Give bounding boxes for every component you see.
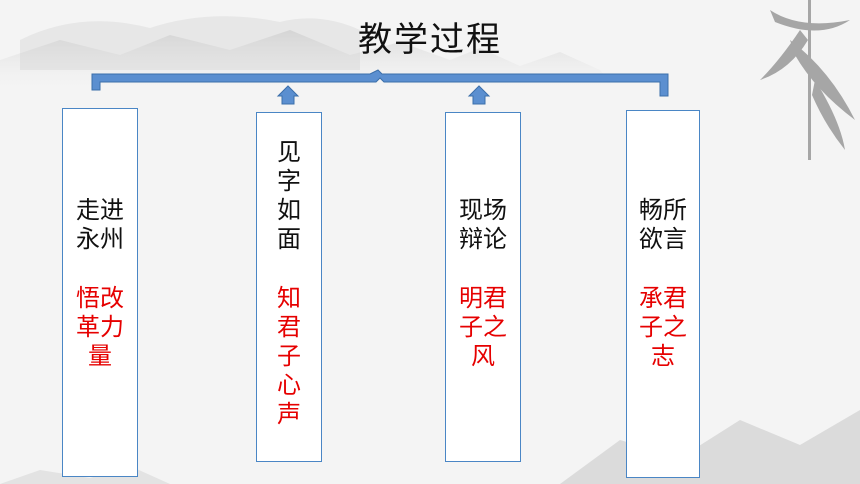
step-1-theme: 悟改 革力 量 [70, 284, 130, 371]
step-2-theme: 知君子心声 [277, 284, 301, 428]
page-title: 教学过程 [358, 20, 502, 60]
up-arrow-icon [467, 85, 491, 105]
step-3-name: 现场 辩论 [453, 196, 513, 254]
step-4-name: 畅所 欲言 [633, 196, 693, 254]
step-4-theme-line-3: 志 [651, 342, 675, 370]
step-3-theme: 明君 子之 风 [453, 284, 513, 371]
step-4-name-line-1: 畅所 [639, 196, 687, 224]
step-1-theme-line-3: 量 [88, 342, 112, 370]
step-4-theme-line-2: 子之 [639, 313, 687, 341]
step-1-name-line-2: 永州 [76, 225, 124, 253]
step-1-name-line-1: 走进 [76, 196, 124, 224]
step-3-theme-line-1: 明君 [459, 284, 507, 312]
step-3-name-line-1: 现场 [459, 196, 507, 224]
bamboo-icon [760, 0, 855, 160]
step-1-theme-line-2: 革力 [76, 313, 124, 341]
step-box-1 [62, 108, 138, 477]
bracket-line [91, 69, 669, 97]
step-4-name-line-2: 欲言 [639, 225, 687, 253]
step-4-theme-line-1: 承君 [639, 284, 687, 312]
step-box-2 [256, 112, 322, 462]
step-2-name: 见字如面 [277, 138, 301, 253]
step-box-3 [445, 112, 521, 462]
step-1-theme-line-1: 悟改 [76, 284, 124, 312]
up-arrow-icon [276, 85, 300, 105]
step-3-name-line-2: 辩论 [459, 225, 507, 253]
step-1-name: 走进 永州 [70, 196, 130, 254]
step-3-theme-line-3: 风 [471, 342, 495, 370]
step-3-theme-line-2: 子之 [459, 313, 507, 341]
step-4-theme: 承君 子之 志 [633, 284, 693, 371]
mountain-silhouette-far [20, 16, 360, 70]
step-box-4 [626, 110, 700, 478]
